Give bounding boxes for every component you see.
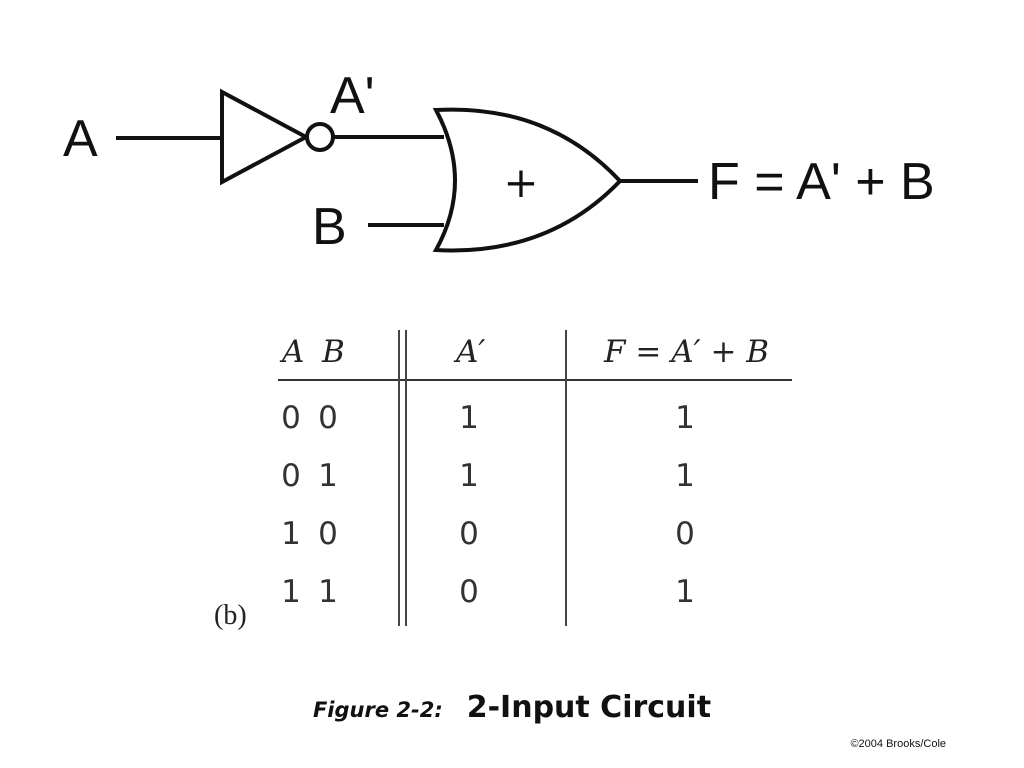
double-divider-left	[398, 330, 400, 626]
cell-f: 0	[675, 516, 695, 552]
cell-f: 1	[675, 400, 695, 436]
cell-f: 1	[675, 574, 695, 610]
caption-prefix: Figure 2-2:	[312, 698, 443, 722]
input-b-label: B	[312, 198, 347, 256]
panel-label: (b)	[214, 600, 247, 631]
truth-table: A B A′ F = A′ + B 0 0 1 1 0 1 1 1 1 0 0 …	[278, 330, 792, 626]
cell-a: 0	[281, 400, 301, 436]
header-f: F = A′ + B	[604, 334, 770, 370]
cell-b: 1	[318, 574, 338, 610]
column-divider	[565, 330, 567, 626]
output-expression: F = A' + B	[708, 153, 935, 211]
cell-a: 1	[281, 516, 301, 552]
cell-b: 0	[318, 516, 338, 552]
header-rule	[278, 379, 792, 381]
header-b: B	[322, 334, 345, 370]
cell-b: 1	[318, 458, 338, 494]
cell-a: 0	[281, 458, 301, 494]
or-symbol: +	[503, 158, 538, 207]
figure-caption: Figure 2-2: 2-Input Circuit	[0, 690, 1024, 725]
cell-a-not: 1	[459, 458, 479, 494]
input-a-label: A	[63, 110, 98, 168]
header-a-not: A′	[456, 334, 486, 370]
cell-a: 1	[281, 574, 301, 610]
or-gate	[432, 107, 623, 253]
header-a: A	[282, 334, 305, 370]
inverter-bubble	[305, 122, 335, 152]
cell-a-not: 1	[459, 400, 479, 436]
cell-b: 0	[318, 400, 338, 436]
copyright-notice: ©2004 Brooks/Cole	[850, 738, 946, 750]
inverter-output-label: A'	[330, 67, 375, 125]
caption-title: 2-Input Circuit	[466, 690, 712, 725]
cell-a-not: 0	[459, 574, 479, 610]
cell-f: 1	[675, 458, 695, 494]
inverter-gate	[220, 88, 311, 186]
logic-circuit-diagram: A A' B + F = A' + B	[63, 67, 935, 256]
double-divider-right	[405, 330, 407, 626]
cell-a-not: 0	[459, 516, 479, 552]
